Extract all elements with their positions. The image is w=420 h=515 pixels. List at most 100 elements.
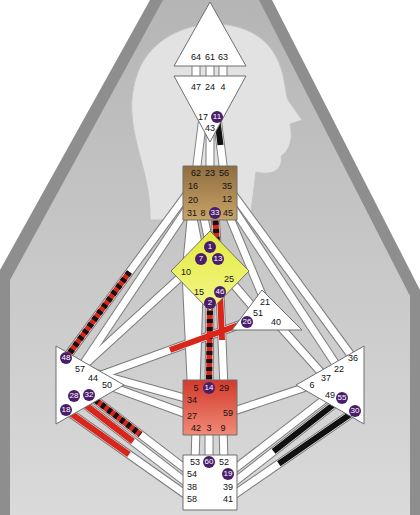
ajna-center: 47 24 4 171143 [174, 76, 246, 142]
inner-body [10, 0, 410, 515]
gate-number: 39 [223, 482, 233, 492]
channel-outline [227, 199, 339, 369]
gate-number: 26 [241, 316, 253, 328]
channel-line [220, 292, 224, 388]
gate-number: 63 [218, 52, 228, 62]
channel-outline [209, 303, 210, 388]
gate-number: 7 [195, 253, 207, 265]
channel-outline [228, 398, 342, 487]
channel-line [93, 322, 247, 378]
center-outline [56, 346, 124, 424]
activation-stroke [66, 272, 130, 358]
gate-number: 20 [188, 195, 198, 205]
gate-number: 50 [102, 380, 112, 390]
gate-number: 48 [60, 352, 72, 364]
gate-number: 44 [88, 373, 98, 383]
channel-line [107, 385, 192, 416]
gate-number: 12 [222, 194, 232, 204]
activation-stroke [66, 410, 129, 455]
channel-outline [228, 385, 312, 413]
gate-number: 23 [205, 168, 215, 178]
root-center: 536052541938395841 [183, 455, 237, 510]
channel-activation [66, 272, 130, 358]
center-outline [171, 231, 249, 311]
gate-number: 8 [200, 208, 205, 218]
gate-number: 45 [223, 208, 233, 218]
gate-number: 25 [224, 274, 234, 284]
activation-stroke [209, 303, 210, 388]
gate-number: 47 [191, 82, 201, 92]
head-center: 64 6163 [174, 2, 246, 68]
gate-number: 2 [204, 297, 216, 309]
gate-number: 33 [209, 207, 221, 219]
center-outline [183, 166, 237, 220]
gate-number: 1 [204, 241, 216, 253]
channel-activation [279, 411, 355, 464]
center-outline [174, 76, 246, 142]
gate-number: 60 [203, 456, 215, 468]
gate-number: 57 [75, 364, 85, 374]
gate-number: 40 [271, 317, 281, 327]
gate-number: 38 [187, 482, 197, 492]
gate-number: 24 [205, 82, 215, 92]
gate-number: 42 [191, 423, 201, 433]
throat-center: 622356163520123183345 [183, 166, 237, 220]
gate-number: 27 [187, 411, 197, 421]
gate-number: 64 [191, 52, 201, 62]
gate-number: 54 [187, 469, 197, 479]
gate-number: 61 [205, 52, 215, 62]
gate-number: 49 [325, 390, 335, 400]
gate-number: 30 [349, 405, 361, 417]
channel-line [80, 200, 193, 369]
channel-line [228, 398, 342, 487]
gate-number: 58 [187, 494, 197, 504]
gate-number: 62 [191, 168, 201, 178]
gate-number: 19 [222, 468, 234, 480]
ego-center: 21512640 [232, 290, 302, 330]
gate-number: 22 [334, 364, 344, 374]
gate-number: 31 [187, 208, 197, 218]
center-outline [174, 2, 246, 66]
center-outline [183, 380, 237, 435]
gate-number: 55 [336, 392, 348, 404]
gate-number: 13 [212, 253, 224, 265]
sacral-center: 514293427594239 [183, 380, 237, 435]
gate-number: 6 [309, 380, 314, 390]
gate-number: 9 [220, 423, 225, 433]
gate-number: 4 [220, 82, 225, 92]
gate-number: 59 [223, 408, 233, 418]
channel-line [74, 396, 192, 487]
gate-number: 3 [206, 423, 211, 433]
activation-stripes [209, 303, 210, 388]
activation-stroke [279, 411, 355, 464]
g-center: 1713102515462 [171, 231, 249, 311]
gate-number: 43 [205, 123, 215, 133]
center-outline [183, 455, 237, 510]
activation-stripes [66, 272, 130, 358]
gate-number: 15 [194, 287, 204, 297]
gate-number: 36 [348, 353, 358, 363]
gate-number: 53 [190, 457, 200, 467]
gate-number: 46 [214, 286, 226, 298]
gate-number: 37 [321, 373, 331, 383]
gate-number: 11 [211, 111, 223, 123]
gate-number: 56 [219, 168, 229, 178]
solar-plexus-center: 36 2237 6 495530 [296, 346, 364, 424]
gate-number: 34 [187, 395, 197, 405]
channel-line [228, 385, 312, 413]
spleen-center: 48574450283218 [56, 346, 124, 424]
gate-number: 14 [203, 382, 215, 394]
gate-number: 32 [83, 389, 95, 401]
channel-line [227, 199, 339, 369]
channel-outline [220, 292, 224, 388]
center-outline [232, 290, 302, 330]
channel-line [209, 303, 210, 388]
gate-number: 18 [60, 404, 72, 416]
gate-number: 16 [188, 181, 198, 191]
gate-number: 17 [198, 112, 208, 122]
channel-line [228, 411, 355, 499]
center-outline [296, 346, 364, 424]
gate-number: 51 [253, 308, 263, 318]
gate-number: 41 [223, 494, 233, 504]
